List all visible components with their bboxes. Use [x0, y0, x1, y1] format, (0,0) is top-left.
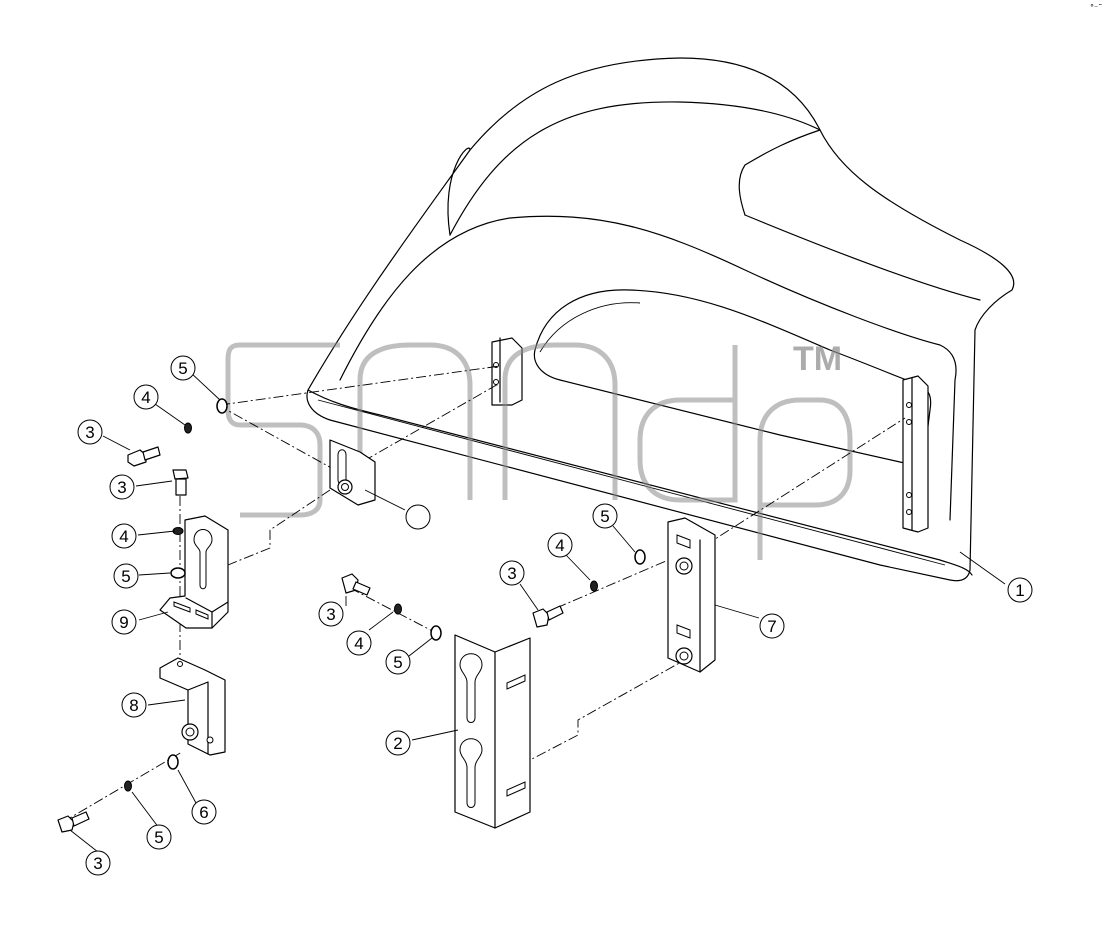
flat-washer: [167, 754, 179, 770]
callout-balloon-3: 3: [77, 419, 103, 445]
flat-washer: [170, 567, 186, 579]
svg-text:4: 4: [141, 388, 150, 407]
callout-balloon-4: 4: [111, 523, 137, 549]
svg-text:5: 5: [178, 359, 187, 378]
callout-balloon-4: 4: [346, 630, 372, 656]
svg-text:3: 3: [93, 854, 102, 873]
bracket-part-2: [454, 634, 531, 829]
svg-text:7: 7: [767, 617, 776, 636]
callout-balloon-3: 3: [499, 560, 525, 586]
svg-text:8: 8: [129, 696, 138, 715]
svg-text:5: 5: [600, 507, 609, 526]
fasteners: [57, 398, 646, 833]
watermark-logo: TM: [225, 340, 853, 560]
watermark-trademark: TM: [793, 340, 842, 378]
bolt: [172, 469, 189, 496]
callout-balloon-1: 1: [1007, 577, 1033, 603]
svg-text:1: 1: [1015, 581, 1024, 600]
bolt: [57, 811, 90, 833]
callout-balloon-3: 3: [109, 474, 135, 500]
callout-balloon-5: 5: [170, 355, 196, 381]
svg-text:3: 3: [85, 423, 94, 442]
bracket-part-7: [159, 657, 226, 756]
svg-text:9: 9: [119, 613, 128, 632]
lock-washer: [184, 422, 192, 434]
callout-balloon-6: 7: [759, 613, 785, 639]
callout-balloon-4: 5: [146, 824, 172, 850]
svg-text:3: 3: [507, 564, 516, 583]
callout-balloon-8: 9: [111, 609, 137, 635]
angle-bracket-part-8: [159, 515, 229, 629]
flat-washer: [216, 398, 228, 414]
svg-text:4: 4: [555, 536, 564, 555]
svg-text:4: 4: [354, 634, 363, 653]
callout-balloon-7: 8: [121, 692, 147, 718]
plate-part-9: [329, 439, 376, 506]
svg-text:5: 5: [121, 567, 130, 586]
callout-balloon-5: 5: [385, 649, 411, 675]
svg-text:4: 4: [119, 527, 128, 546]
fender-mount-bracket-right: [902, 375, 929, 533]
fender-part-1: [306, 57, 1015, 582]
svg-text:5: 5: [393, 653, 402, 672]
callout-balloon-4: 4: [133, 384, 159, 410]
flat-washer: [634, 549, 646, 565]
bolt: [341, 573, 371, 596]
lock-washer: [124, 780, 132, 792]
callout-balloon-5: 5: [113, 563, 139, 589]
svg-text:5: 5: [154, 828, 163, 847]
svg-text:3: 3: [326, 605, 335, 624]
callout-balloon-5: 5: [592, 503, 618, 529]
callout-balloon-2: 2: [385, 730, 411, 756]
corner-mark: °⁻˜: [1090, 3, 1102, 12]
callout-balloon-3: 3: [318, 601, 344, 627]
assembly-lines: [62, 365, 906, 823]
svg-text:6: 6: [199, 803, 208, 822]
callout-balloon-3: 3: [85, 850, 111, 876]
svg-text:2: 2: [393, 734, 402, 753]
lock-washer: [394, 603, 402, 615]
callout-balloon-4: 4: [547, 532, 573, 558]
callout-balloon-5: 6: [191, 799, 217, 825]
leader-lines: [69, 371, 1006, 853]
callout-balloon-9: [405, 504, 431, 530]
svg-text:3: 3: [117, 478, 126, 497]
flat-washer: [430, 625, 442, 641]
bolt: [127, 446, 161, 467]
lock-washer: [590, 580, 598, 592]
bolt: [532, 605, 564, 628]
plate-part-6: [667, 517, 716, 673]
